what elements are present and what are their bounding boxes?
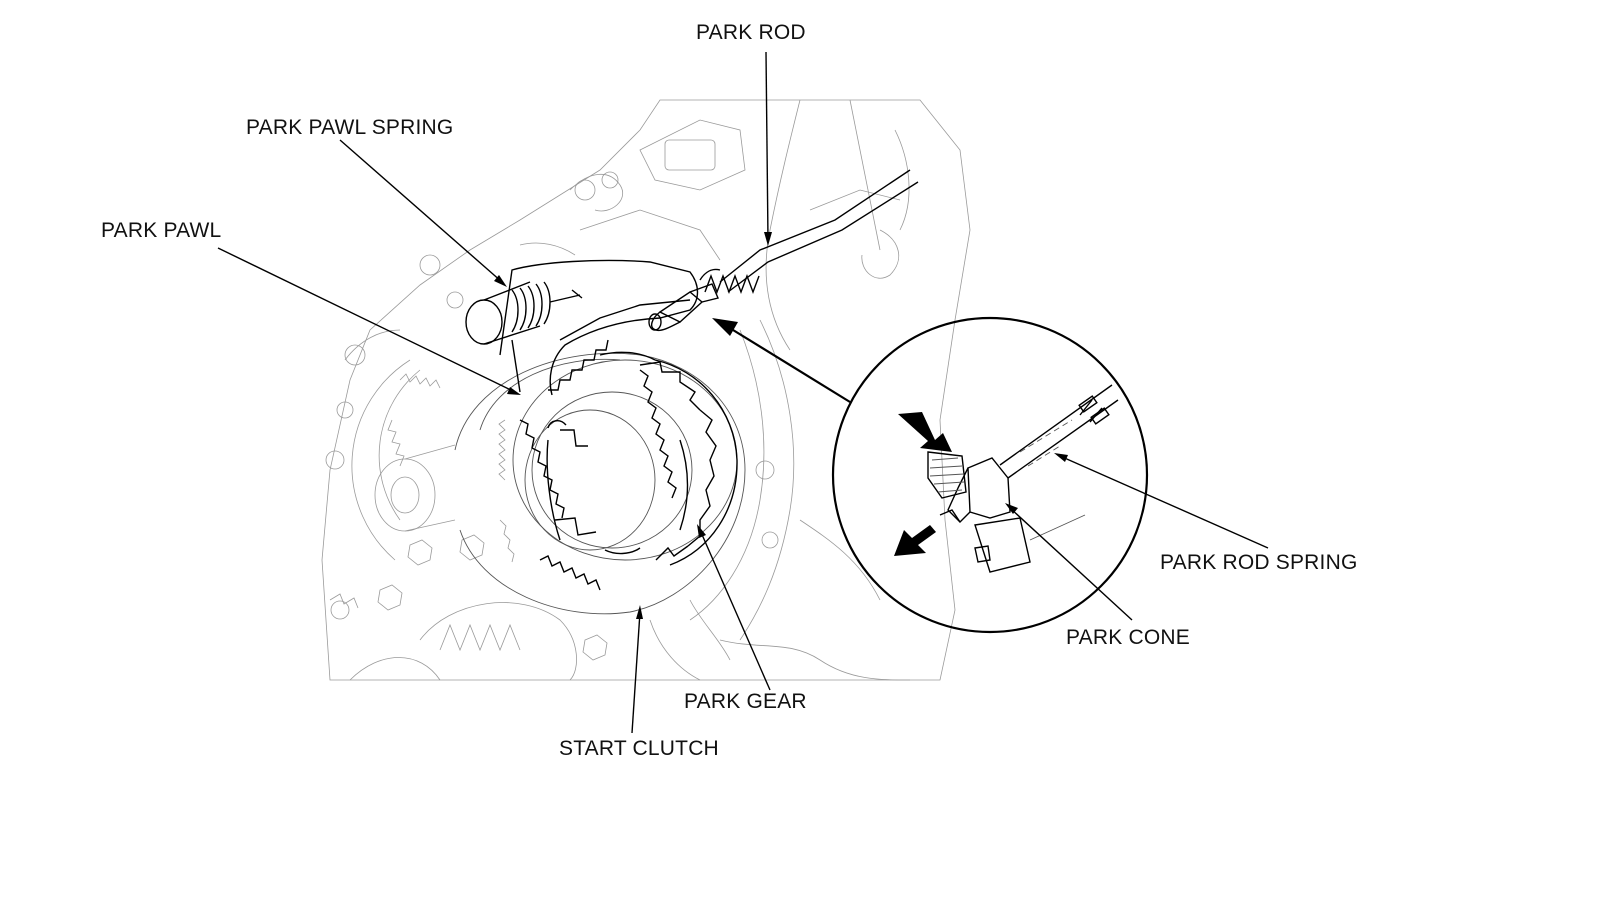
park-pawl-label: PARK PAWL: [101, 219, 221, 242]
park-pawl: [499, 259, 699, 396]
park-cone-label: PARK CONE: [1066, 626, 1190, 649]
detail-inset: [831, 316, 1149, 634]
start-clutch-assembly: [454, 339, 746, 615]
park-rod: [648, 169, 919, 332]
park-gear-label: PARK GEAR: [684, 690, 807, 713]
park-pawl-spring: [465, 281, 583, 345]
arrow-up-icon: [898, 412, 952, 452]
transmission-housing-sketch: [321, 99, 971, 681]
inset-pointer-arrow: [712, 318, 851, 403]
park-rod-label: PARK ROD: [696, 21, 806, 44]
park-rod-spring-label: PARK ROD SPRING: [1160, 551, 1357, 574]
arrow-down-icon: [894, 525, 936, 556]
park-pawl-spring-label: PARK PAWL SPRING: [246, 116, 453, 139]
start-clutch-label: START CLUTCH: [559, 737, 719, 760]
leader-lines: [217, 51, 1269, 734]
